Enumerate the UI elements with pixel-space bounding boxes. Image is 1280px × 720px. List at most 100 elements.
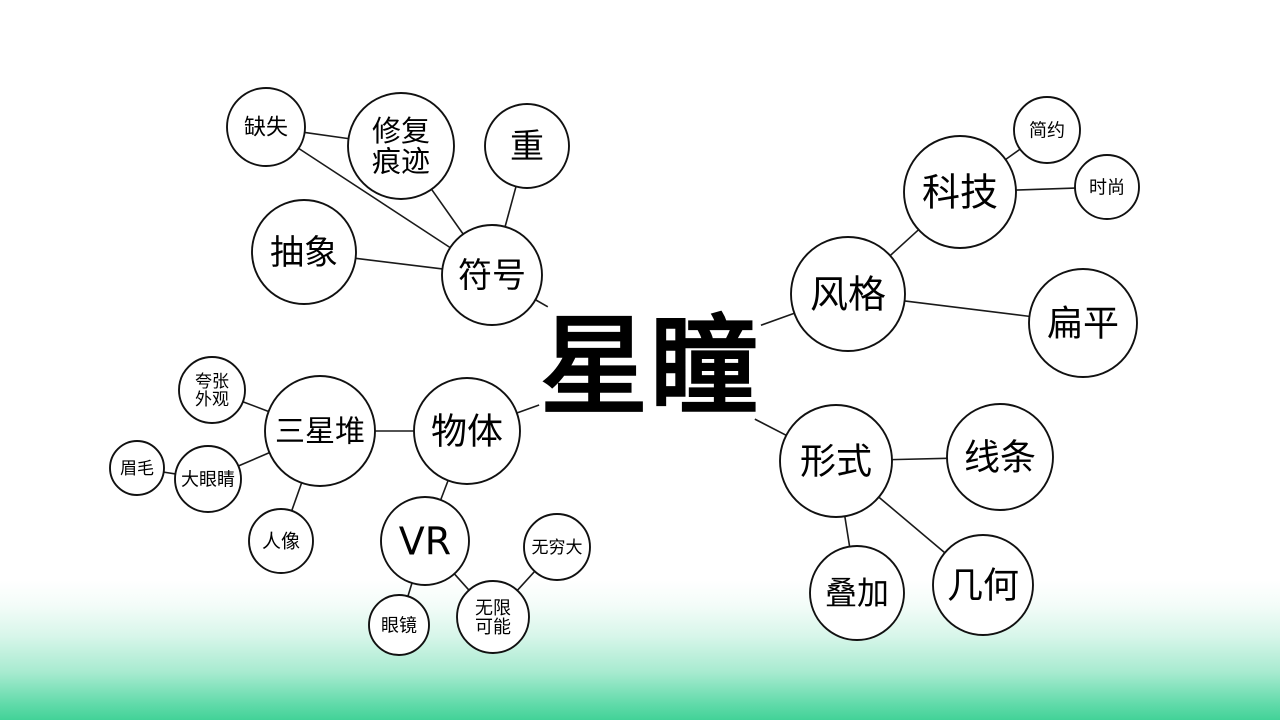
edge-fengge-to-bianping [904, 300, 1030, 318]
node-queshi[interactable]: 缺失 [226, 87, 306, 167]
node-circle-diejia[interactable] [809, 545, 905, 641]
node-circle-queshi[interactable] [226, 87, 306, 167]
node-circle-xiufuhenji[interactable] [347, 92, 455, 200]
node-diejia[interactable]: 叠加 [809, 545, 905, 641]
node-circle-wuti[interactable] [413, 377, 521, 485]
node-label-xingshi: 形式 [800, 442, 872, 483]
edge-fengge-to-keji [889, 229, 920, 257]
node-chouxiang[interactable]: 抽象 [251, 199, 357, 305]
node-yanjing[interactable]: 眼镜 [368, 594, 430, 656]
node-xingshi[interactable]: 形式 [779, 404, 893, 518]
node-circle-dayanjing[interactable] [174, 445, 242, 513]
edge-fuhao-to-xiufuhenji [430, 188, 464, 235]
node-label-fuhao: 符号 [458, 256, 526, 296]
node-label-wuxian: 无限 [475, 598, 511, 619]
node-circle-meimao[interactable] [109, 440, 165, 496]
edge-dayanjing-to-meimao [163, 471, 176, 475]
node-circle-renxiang[interactable] [248, 508, 314, 574]
edge-xingshi-to-diejia [844, 516, 851, 547]
node-label-bianping: 扁平 [1047, 304, 1119, 345]
node-label-wuti: 物体 [431, 412, 503, 453]
node-fengge[interactable]: 风格 [790, 236, 906, 352]
edge-center-to-xingshi [754, 418, 787, 437]
node-label-keji: 科技 [922, 170, 998, 214]
node-vr[interactable]: VR [380, 496, 470, 586]
node-jihe[interactable]: 几何 [932, 534, 1034, 636]
edges-layer [163, 131, 1076, 597]
node-fuhao[interactable]: 符号 [441, 224, 543, 326]
edge-sanxingdui-to-renxiang [290, 482, 303, 512]
node-circle-vr[interactable] [380, 496, 470, 586]
node-label-sanxingdui: 三星堆 [275, 415, 365, 450]
node-circle-jihe[interactable] [932, 534, 1034, 636]
node-circle-zhong[interactable] [484, 103, 570, 189]
node-label-dayanjing: 大眼睛 [181, 469, 235, 490]
nodes-layer: 符号缺失修复痕迹重抽象风格科技简约时尚扁平形式线条几何叠加物体三星堆夸张外观大眼… [109, 87, 1140, 656]
node-label-chouxiang: 抽象 [270, 233, 338, 273]
node-zhong[interactable]: 重 [484, 103, 570, 189]
node-label-queshi: 缺失 [244, 116, 288, 141]
node-label-xiufuhenji: 痕迹 [372, 145, 430, 179]
node-circle-keji[interactable] [903, 135, 1017, 249]
node-circle-chouxiang[interactable] [251, 199, 357, 305]
edge-center-to-wuti [516, 404, 540, 414]
node-circle-jianyue[interactable] [1013, 96, 1081, 164]
node-circle-wuqiongda[interactable] [523, 513, 591, 581]
node-label-zhong: 重 [510, 127, 544, 167]
node-renxiang[interactable]: 人像 [248, 508, 314, 574]
edge-center-to-fuhao [535, 299, 549, 308]
node-circle-wuxian[interactable] [456, 580, 530, 654]
node-label-diejia: 叠加 [825, 574, 889, 612]
center-title: 星瞳 [540, 305, 760, 430]
center-node: 星瞳 [540, 305, 760, 430]
edge-sanxingdui-to-kuazhang [242, 400, 269, 413]
node-label-renxiang: 人像 [262, 531, 300, 553]
node-circle-shishang[interactable] [1074, 154, 1140, 220]
edge-vr-to-wuxian [453, 573, 470, 591]
node-wuti[interactable]: 物体 [413, 377, 521, 485]
node-label-jianyue: 简约 [1029, 120, 1065, 141]
node-label-wuxian: 可能 [475, 617, 511, 638]
edge-wuxian-to-wuqiongda [516, 570, 536, 591]
edge-vr-to-yanjing [407, 582, 413, 597]
node-xiantiao[interactable]: 线条 [946, 403, 1054, 511]
node-label-kuazhang: 外观 [195, 390, 229, 410]
node-dayanjing[interactable]: 大眼睛 [174, 445, 242, 513]
node-label-kuazhang: 夸张 [195, 372, 229, 392]
node-shishang[interactable]: 时尚 [1074, 154, 1140, 220]
node-label-xiufuhenji: 修复 [372, 114, 430, 148]
node-label-wuqiongda: 无穷大 [532, 538, 583, 558]
node-bianping[interactable]: 扁平 [1028, 268, 1138, 378]
node-label-yanjing: 眼镜 [381, 615, 417, 636]
edge-fuhao-to-zhong [504, 186, 517, 227]
node-jianyue[interactable]: 简约 [1013, 96, 1081, 164]
node-label-shishang: 时尚 [1089, 177, 1125, 198]
node-circle-sanxingdui[interactable] [264, 375, 376, 487]
node-circle-bianping[interactable] [1028, 268, 1138, 378]
edge-keji-to-shishang [1015, 187, 1076, 191]
node-circle-xiantiao[interactable] [946, 403, 1054, 511]
edge-keji-to-jianyue [1005, 148, 1021, 161]
edge-fuhao-to-chouxiang [355, 257, 443, 270]
edge-xingshi-to-jihe [878, 496, 946, 554]
node-circle-kuazhang[interactable] [178, 356, 246, 424]
node-circle-yanjing[interactable] [368, 594, 430, 656]
node-circle-fengge[interactable] [790, 236, 906, 352]
node-circle-fuhao[interactable] [441, 224, 543, 326]
edge-sanxingdui-to-dayanjing [238, 451, 270, 467]
node-keji[interactable]: 科技 [903, 135, 1017, 249]
node-label-fengge: 风格 [810, 272, 886, 316]
node-circle-xingshi[interactable] [779, 404, 893, 518]
edge-fuhao-to-queshi [298, 147, 451, 249]
node-meimao[interactable]: 眉毛 [109, 440, 165, 496]
edge-wuti-to-vr [439, 480, 449, 501]
node-wuqiongda[interactable]: 无穷大 [523, 513, 591, 581]
edge-center-to-fengge [760, 312, 795, 326]
node-label-xiantiao: 线条 [964, 438, 1036, 479]
node-sanxingdui[interactable]: 三星堆 [264, 375, 376, 487]
